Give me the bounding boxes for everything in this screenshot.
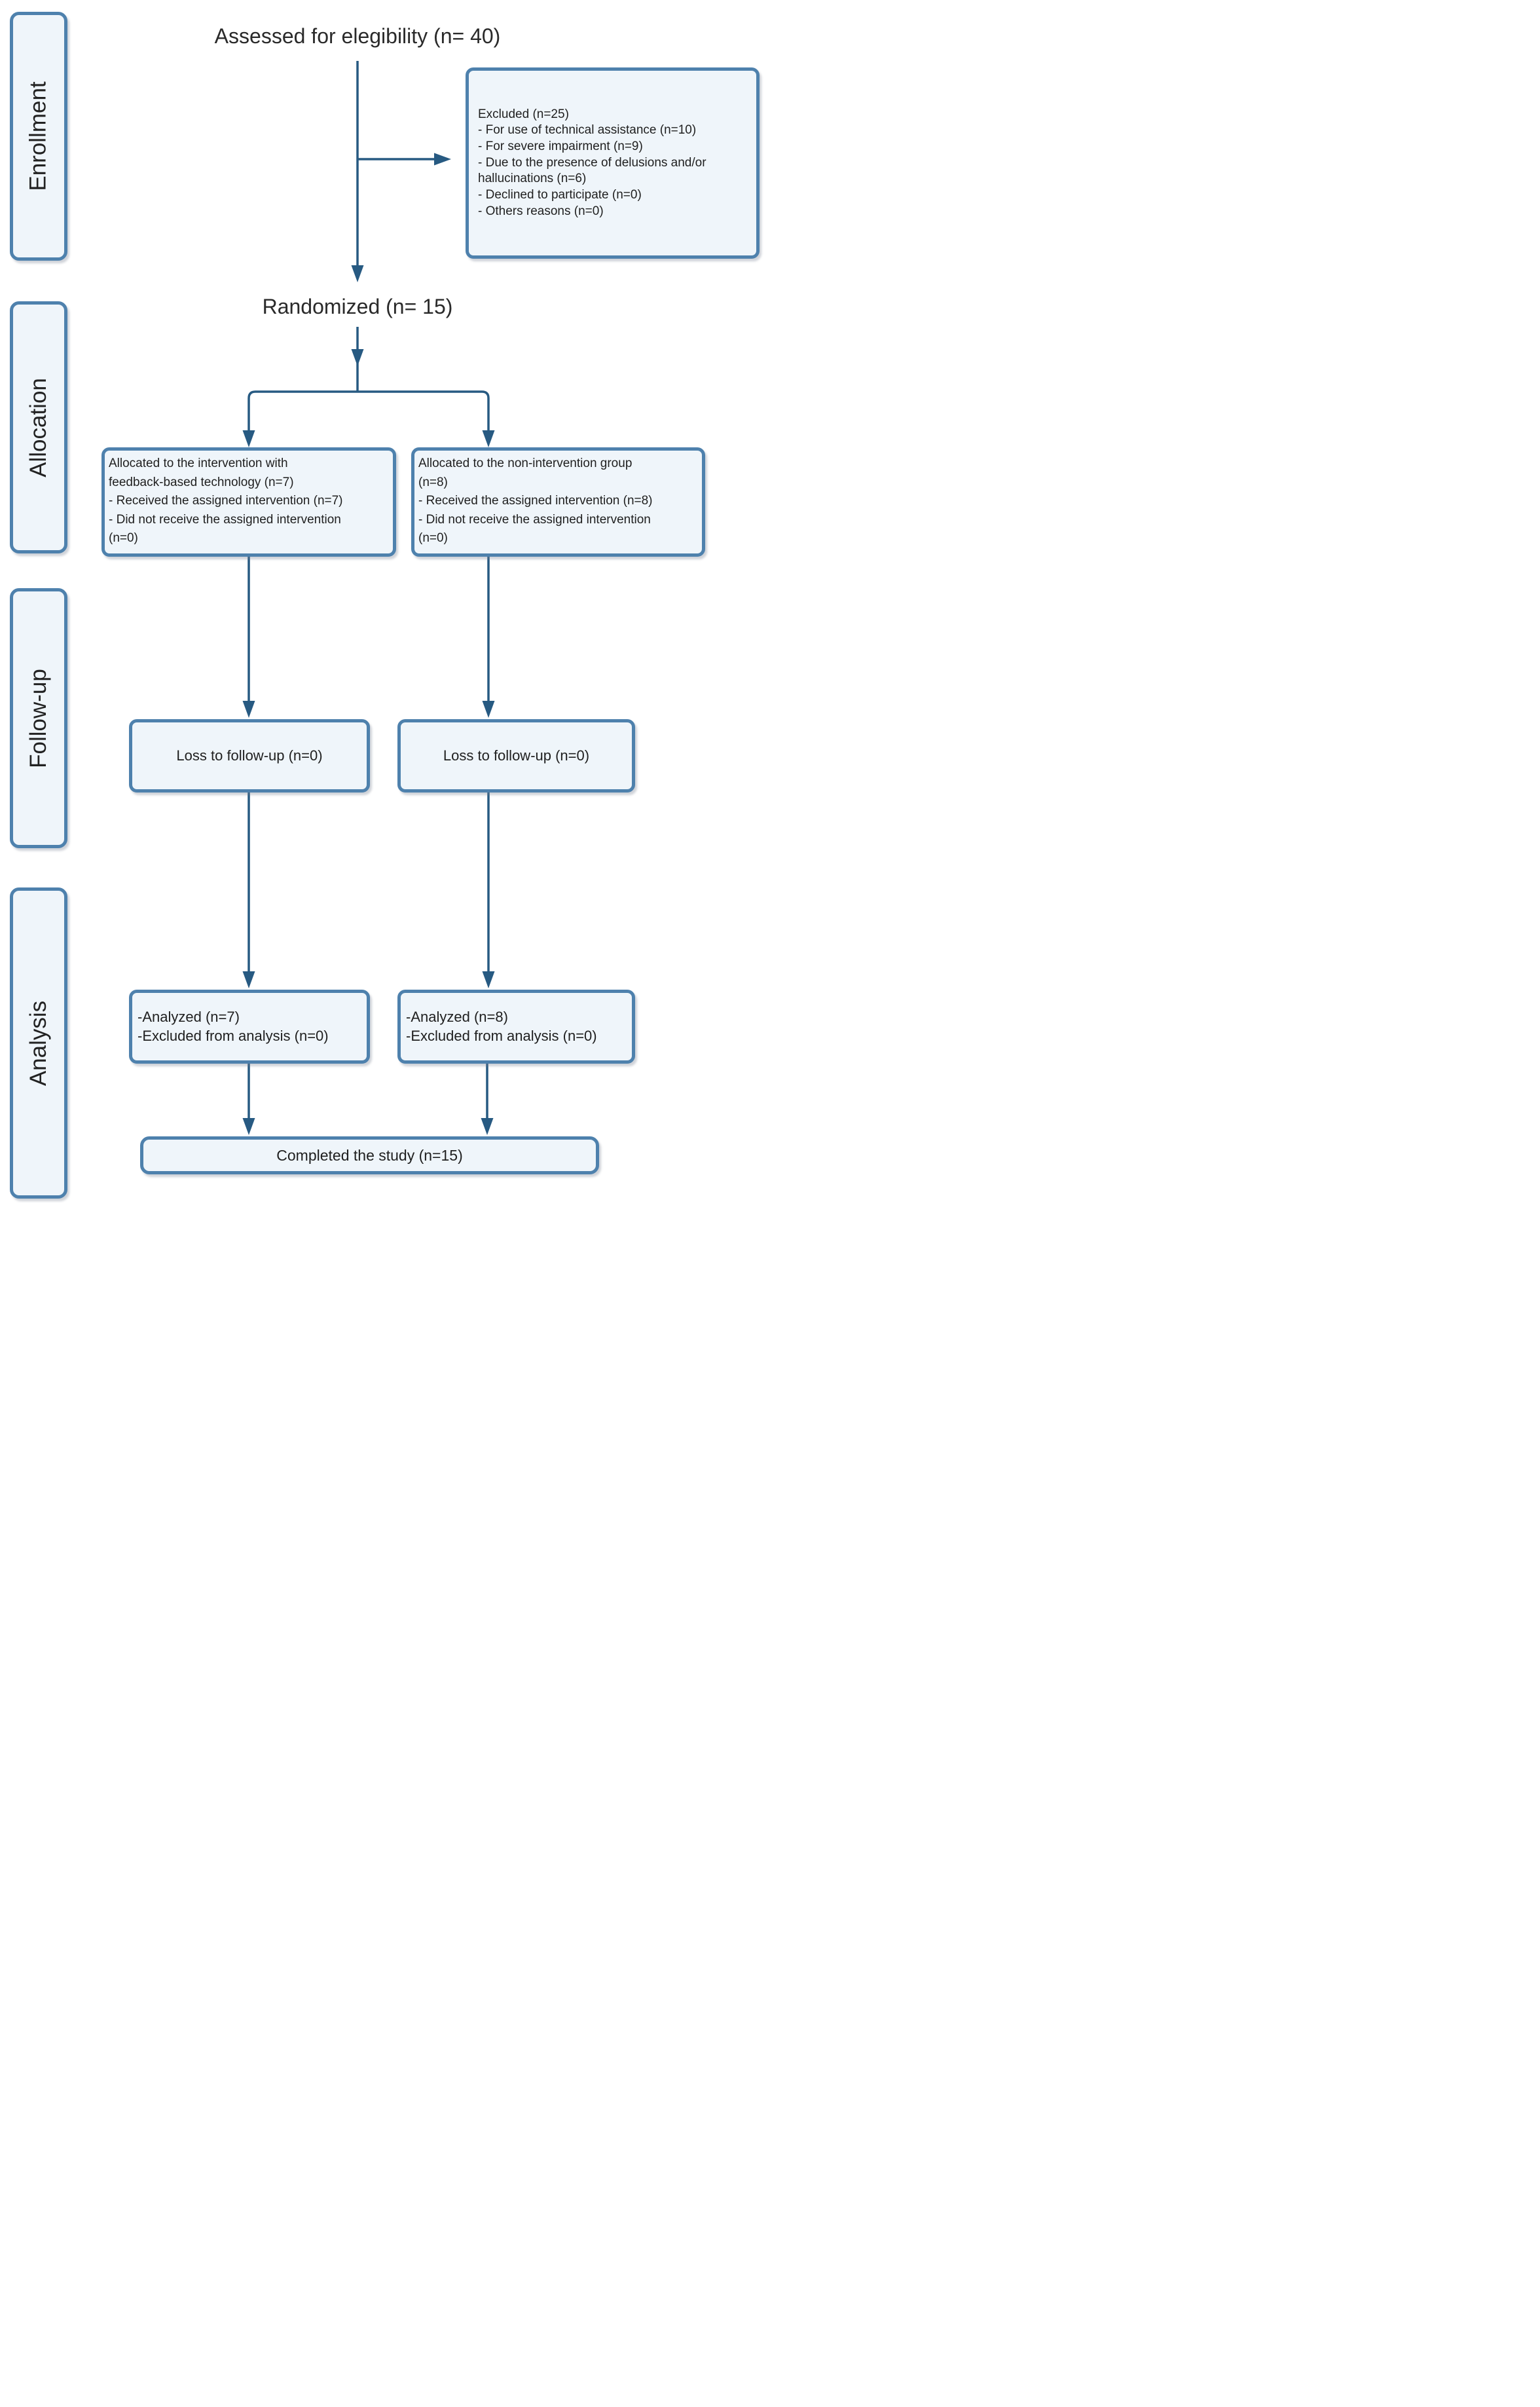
text-line: Excluded (n=25): [478, 107, 569, 121]
text-line: - Due to the presence of delusions and/o…: [478, 155, 706, 170]
text-line: (n=0): [418, 531, 448, 545]
followup-left-text: Loss to follow-up (n=0): [176, 747, 323, 764]
text-line: - For severe impairment (n=9): [478, 139, 643, 153]
arrowhead-split-right: [482, 430, 495, 447]
text-line: hallucinations (n=6): [478, 172, 587, 186]
randomized-title: Randomized (n= 15): [262, 295, 453, 318]
stage-box-allocation: Allocation: [10, 301, 67, 553]
completed-study-text: Completed the study (n=15): [276, 1146, 463, 1164]
stage-label-analysis: Analysis: [26, 1000, 52, 1086]
text-line: - Declined to participate (n=0): [478, 188, 642, 202]
arrowhead-analysis-right-to-completed: [481, 1118, 494, 1135]
completed-study-box: Completed the study (n=15): [140, 1136, 599, 1174]
arrowhead-allocation-left-to-followup: [242, 701, 255, 718]
arrowhead-randomized-to-split: [351, 349, 364, 366]
text-line: feedback-based technology (n=7): [109, 475, 294, 489]
text-line: (n=0): [109, 531, 138, 545]
stage-box-enrollment: Enrollment: [10, 12, 67, 261]
allocation-intervention-box: Allocated to the intervention with feedba…: [101, 447, 396, 557]
text-line: - Others reasons (n=0): [478, 204, 604, 218]
followup-right-text: Loss to follow-up (n=0): [443, 747, 590, 764]
split-branch-line: [248, 390, 490, 432]
stage-label-enrollment: Enrollment: [26, 81, 52, 191]
allocation-non-intervention-box: Allocated to the non-intervention group (…: [411, 447, 705, 557]
text-line: Allocated to the intervention with: [109, 457, 288, 470]
text-line: -Analyzed (n=7): [138, 1008, 240, 1025]
arrowhead-allocation-right-to-followup: [482, 701, 495, 718]
arrowhead-assessed-to-excluded: [434, 153, 451, 166]
text-line: - Did not receive the assigned intervent…: [418, 512, 651, 527]
connector-layer: [242, 61, 495, 1135]
stage-box-analysis: Analysis: [10, 887, 67, 1199]
text-line: -Excluded from analysis (n=0): [406, 1027, 597, 1044]
arrowhead-followup-left-to-analysis: [242, 971, 255, 988]
arrowhead-assessed-to-randomized: [351, 265, 364, 282]
stage-label-allocation: Allocation: [26, 377, 52, 477]
text-line: -Analyzed (n=8): [406, 1008, 508, 1025]
arrowhead-followup-right-to-analysis: [482, 971, 495, 988]
consort-flow-diagram: Enrollment Allocation Follow-up Analysis…: [0, 0, 770, 1203]
text-line: - Received the assigned intervention (n=…: [109, 494, 343, 508]
text-line: Allocated to the non-intervention group: [418, 457, 632, 470]
excluded-box: Excluded (n=25) - For use of technical as…: [466, 67, 760, 259]
analysis-left-box: -Analyzed (n=7) -Excluded from analysis (…: [129, 990, 370, 1064]
followup-left-box: Loss to follow-up (n=0): [129, 719, 370, 793]
text-line: - Received the assigned intervention (n=…: [418, 494, 653, 508]
text-line: (n=8): [418, 475, 448, 489]
followup-right-box: Loss to follow-up (n=0): [397, 719, 635, 793]
text-line: -Excluded from analysis (n=0): [138, 1027, 329, 1044]
text-line: - Did not receive the assigned intervent…: [109, 512, 341, 527]
analysis-right-box: -Analyzed (n=8) -Excluded from analysis (…: [397, 990, 635, 1064]
stage-label-followup: Follow-up: [26, 668, 52, 768]
assessed-title: Assessed for elegibility (n= 40): [214, 24, 501, 48]
stage-box-followup: Follow-up: [10, 588, 67, 848]
arrowhead-split-left: [242, 430, 255, 447]
arrowhead-analysis-left-to-completed: [242, 1118, 255, 1135]
text-line: - For use of technical assistance (n=10): [478, 123, 697, 138]
